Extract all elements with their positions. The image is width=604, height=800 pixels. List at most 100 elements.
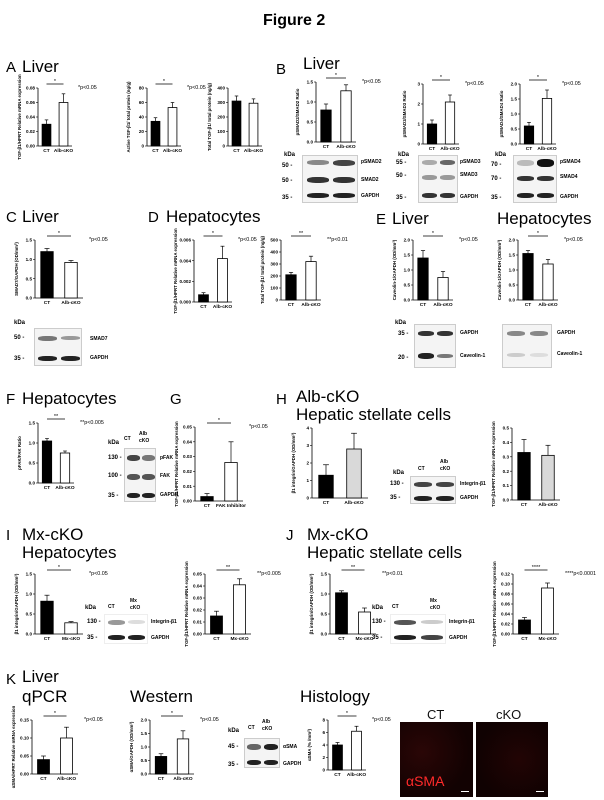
x-tick-label: Mx-cKO: [355, 636, 373, 642]
bar: [541, 97, 553, 145]
y-tick-label: 0.05: [193, 572, 202, 577]
blot-lane-ct: CT: [124, 436, 131, 442]
y-tick-label: 0.5: [509, 283, 516, 288]
blot-lane-mx: Mx: [130, 598, 137, 604]
p-value-note: **p<0.005: [257, 571, 281, 577]
x-tick-label: Alb-cKO: [61, 300, 80, 306]
x-tick-label: CT: [204, 503, 210, 509]
significance-marker: *: [537, 231, 540, 237]
x-tick-label: CT: [526, 146, 532, 152]
blot-lane-alb: Alb: [262, 719, 271, 725]
y-axis-label: TGF-β1/HPRT Relative mRNA expression: [491, 421, 496, 507]
marker: 35 -: [390, 495, 401, 501]
y-tick-label: 0.01: [183, 484, 192, 489]
y-tick-label: 0.04: [501, 612, 510, 617]
bar: [517, 452, 531, 501]
marker: 35 -: [372, 635, 383, 641]
y-tick-label: 0.08: [501, 592, 510, 597]
y-tick-label: 0.00: [26, 144, 35, 149]
y-tick-label: 1.5: [321, 572, 328, 577]
y-tick-label: 0.5: [511, 127, 518, 132]
p-value-note: *p<0.05: [84, 717, 103, 723]
bar: [176, 738, 190, 775]
y-tick-label: 1.0: [404, 268, 411, 273]
y-tick-label: 2.0: [511, 82, 518, 87]
y-tick-label: 2: [417, 102, 420, 107]
bar: [340, 90, 352, 143]
y-tick-label: 6: [322, 730, 325, 735]
y-tick-label: 1.5: [29, 421, 36, 426]
micrograph-ct: αSMA: [400, 722, 473, 797]
y-axis-label: TGF-β1/HPRT Relative mRNA expression: [17, 74, 22, 160]
chart-i1: 0.00.51.01.5β1 integrin/GAPDH (OD/mm²)CT…: [14, 565, 108, 642]
y-tick-label: 0.15: [20, 718, 29, 723]
y-tick-label: 60: [139, 100, 145, 105]
y-tick-label: 0.5: [26, 612, 33, 617]
y-tick-label: 0.004: [180, 258, 192, 263]
band-label: SMAD2: [361, 177, 379, 183]
panel-j-heading: Mx-cKO: [307, 525, 369, 544]
marker: 45 -: [228, 744, 239, 750]
x-tick-label: FAK Inhibitor: [216, 503, 246, 509]
panel-f-heading: Hepatocytes: [22, 389, 117, 408]
y-axis-label: pSMAD3/SMAD3 Ratio: [402, 90, 407, 137]
bar: [217, 258, 228, 303]
panel-j-letter: J: [286, 527, 294, 544]
y-tick-label: 300: [270, 262, 278, 267]
kda-label: kDa: [108, 440, 120, 446]
band-label: GAPDH: [449, 635, 468, 641]
y-tick-label: 500: [270, 238, 278, 243]
y-tick-label: 0.06: [501, 602, 510, 607]
western-blot-smad3: [418, 155, 458, 203]
bar: [335, 592, 348, 635]
western-blot-integrin-hep: [104, 614, 148, 644]
panel-j-subheading: Hepatic stellate cells: [307, 543, 462, 562]
y-tick-label: 8: [322, 718, 325, 723]
panel-k-histology: Histology: [300, 687, 370, 706]
y-tick-label: 400: [217, 86, 225, 91]
western-blot-integrin-hsc: [410, 476, 456, 504]
x-tick-label: CT: [233, 148, 239, 154]
western-blot-integrin-hsc-mx: [390, 614, 446, 644]
kda-label: kDa: [395, 320, 407, 326]
kda-label: kDa: [85, 605, 97, 611]
bar: [41, 440, 53, 484]
x-tick-label: Alb-cKO: [57, 776, 76, 782]
y-axis-label: β1 integrin/GAPDH (OD/mm²): [309, 573, 314, 634]
y-axis-label: pSMAD2/SMAD2 Ratio: [295, 88, 300, 135]
x-tick-label: Alb-cKO: [344, 500, 363, 506]
blot-lane-alb: Alb: [139, 431, 148, 437]
y-tick-label: 0.02: [193, 608, 202, 613]
blot-lane-alb: Alb: [440, 459, 449, 465]
y-tick-label: 1.5: [509, 253, 516, 258]
blot-lane-ct: CT: [108, 604, 115, 610]
band-label: pSMAD4: [560, 159, 581, 165]
bar: [444, 101, 456, 145]
kda-label: kDa: [398, 152, 410, 158]
marker: 100 -: [108, 473, 122, 479]
y-tick-label: 0.0: [321, 632, 328, 637]
band-label: GAPDH: [460, 330, 479, 336]
y-tick-label: 0.2: [503, 469, 510, 474]
y-tick-label: 0: [417, 142, 420, 147]
p-value-note: *p<0.05: [78, 85, 97, 91]
y-tick-label: 2: [322, 755, 325, 760]
y-tick-label: 0.00: [20, 772, 29, 777]
scale-bar: [536, 791, 544, 792]
x-tick-label: CT: [429, 146, 435, 152]
figure-title: Figure 2: [263, 12, 326, 29]
y-tick-label: 1.5: [404, 253, 411, 258]
x-tick-label: CT: [288, 302, 294, 308]
y-tick-label: 2.0: [141, 718, 148, 723]
y-tick-label: 0.03: [183, 454, 192, 459]
panel-i-letter: I: [6, 527, 11, 544]
significance-marker: **: [226, 565, 231, 571]
bar: [64, 262, 78, 299]
x-tick-label: CT: [40, 776, 46, 782]
x-tick-label: Alb-cKO: [538, 502, 557, 508]
band-label: GAPDH: [283, 761, 302, 767]
